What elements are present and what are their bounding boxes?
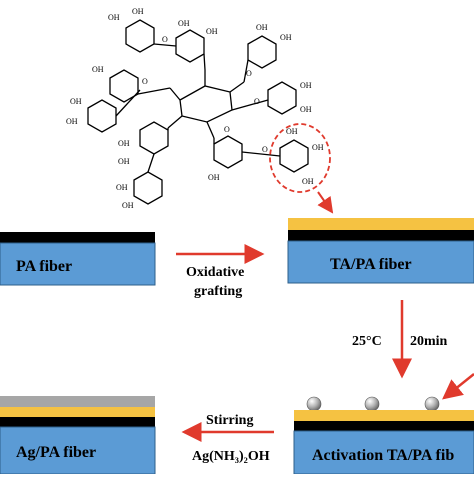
oh-label: OH [116, 183, 128, 192]
galloyl-ring-5 [87, 99, 117, 133]
pa-fiber-label: PA fiber [16, 258, 72, 275]
oh-label: OH [178, 19, 190, 28]
fiber-body [0, 242, 156, 286]
oh-label: OH [302, 177, 314, 186]
black-layer [288, 230, 474, 241]
molecule-labels: OH OH OH OH OH OH OH OH OH OH OH OH OH O… [66, 7, 324, 210]
black-layer [294, 421, 474, 431]
yellow-layer [294, 410, 474, 421]
glucose-ring [179, 85, 233, 123]
oh-label: OH [280, 33, 292, 42]
galloyl-ring-3 [247, 35, 277, 69]
o-label: O [142, 77, 148, 86]
silver-particle [424, 396, 440, 412]
ag-pa-fiber: Ag/PA fiber [0, 396, 156, 475]
oh-label: OH [256, 23, 268, 32]
oh-label: OH [208, 173, 220, 182]
galloyl-ring-6 [267, 81, 297, 115]
ta-pa-fiber: TA/PA fiber [287, 218, 474, 284]
step1-line1: Oxidative [186, 265, 244, 280]
o-label: O [262, 145, 268, 154]
oh-label: OH [122, 201, 134, 210]
step2-time: 20min [410, 334, 448, 349]
step1-line2: grafting [194, 284, 242, 299]
galloyl-ring-10 [279, 139, 309, 173]
oh-label: OH [118, 139, 130, 148]
oh-label: OH [286, 127, 298, 136]
step2-temp: 25°C [352, 334, 382, 349]
silver-particle [364, 396, 380, 412]
yellow-layer [0, 407, 155, 417]
activation-fiber-label: Activation TA/PA fib [312, 447, 454, 464]
o-label: O [246, 69, 252, 78]
oh-label: OH [108, 13, 120, 22]
pa-fiber: PA fiber [0, 232, 156, 286]
galloyl-ring-2 [175, 29, 205, 63]
gray-layer [0, 396, 155, 407]
activation-fiber: Activation TA/PA fib [293, 396, 474, 475]
galloyl-ring-8 [213, 135, 243, 169]
highlight-arrow [317, 191, 334, 214]
galloyl-highlight [269, 123, 331, 193]
o-label: O [254, 97, 260, 106]
galloyl-ring-9 [133, 171, 163, 205]
ag-pa-fiber-label: Ag/PA fiber [16, 444, 96, 461]
oh-label: OH [132, 7, 144, 16]
incoming-arrow [442, 373, 474, 400]
galloyl-ring-1 [125, 19, 155, 53]
step3-line2: Ag(NH₃)₂OH [192, 449, 270, 464]
fiber-body [287, 240, 474, 284]
black-layer [0, 417, 155, 427]
oh-label: OH [312, 143, 324, 152]
step3-line1: Stirring [206, 413, 253, 428]
o-label: O [224, 125, 230, 134]
oh-label: OH [300, 105, 312, 114]
oh-label: OH [66, 117, 78, 126]
oh-label: OH [300, 81, 312, 90]
fiber-body [293, 430, 474, 475]
ta-pa-fiber-label: TA/PA fiber [330, 256, 412, 273]
silver-particle [306, 396, 322, 412]
oh-label: OH [118, 157, 130, 166]
tannic-acid-structure [87, 19, 309, 205]
yellow-layer [288, 218, 474, 230]
oh-label: OH [70, 97, 82, 106]
o-label: O [162, 35, 168, 44]
oh-label: OH [206, 27, 218, 36]
oh-label: OH [92, 65, 104, 74]
black-layer [0, 232, 155, 243]
galloyl-ring-7 [139, 121, 169, 155]
